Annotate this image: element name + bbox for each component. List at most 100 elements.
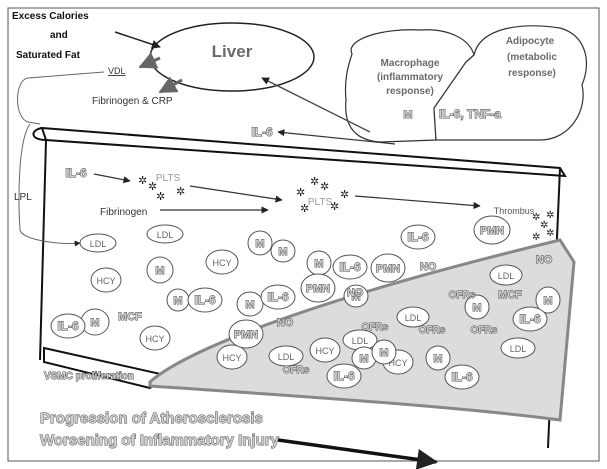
ldl-blob-7: LDL xyxy=(343,330,377,350)
il6-cell-5: IL-6 xyxy=(51,314,85,338)
macrophage-line3: response) xyxy=(386,86,434,97)
ldl-blob-6: LDL xyxy=(269,346,303,366)
saturated-fat-label: Saturated Fat xyxy=(16,50,81,61)
svg-text:HCY: HCY xyxy=(212,258,231,268)
mcf-label-2: MCF xyxy=(498,289,522,301)
svg-text:✲: ✲ xyxy=(546,210,554,221)
ldl-blob-5: LDL xyxy=(501,338,535,358)
svg-text:M: M xyxy=(379,347,388,359)
no-label-4: NO xyxy=(536,254,553,266)
pmn-cell-1: PMN xyxy=(229,320,263,348)
m-cell-1: M xyxy=(147,257,173,283)
macrophage-line2: (inflammatory xyxy=(377,72,444,83)
il6-cell-4: IL-6 xyxy=(401,225,435,249)
svg-text:✲: ✲ xyxy=(300,203,309,215)
hcy-blob-2: HCY xyxy=(206,250,238,274)
il6-cell-8: IL-6 xyxy=(513,307,547,331)
svg-text:LDL: LDL xyxy=(90,239,107,249)
svg-text:LDL: LDL xyxy=(498,271,515,281)
ofrs-label-2: OFRs xyxy=(362,322,389,333)
svg-text:✲: ✲ xyxy=(330,201,339,213)
svg-text:HCY: HCY xyxy=(145,334,164,344)
il6-cell-2: IL-6 xyxy=(261,285,295,309)
svg-text:IL-6: IL-6 xyxy=(339,260,361,274)
svg-text:M: M xyxy=(90,317,99,329)
svg-text:✲: ✲ xyxy=(546,228,554,239)
ldl-blob-4: LDL xyxy=(397,307,429,327)
svg-text:M: M xyxy=(359,353,368,365)
platelet-icons-2: ✲✲✲✲✲✲ xyxy=(296,176,349,215)
fibrinogen-crp-label: Fibrinogen & CRP xyxy=(92,96,173,107)
mcf-label-1: MCF xyxy=(118,311,142,323)
svg-text:✲: ✲ xyxy=(156,191,165,203)
plts-label-2: PLTS xyxy=(308,197,333,208)
svg-text:LDL: LDL xyxy=(352,336,369,346)
svg-text:✲: ✲ xyxy=(340,189,349,201)
adipocyte-line3: response) xyxy=(508,68,556,79)
ofrs-label-3: OFRs xyxy=(419,325,446,336)
m-cell-2: M xyxy=(167,289,189,311)
svg-text:IL-6: IL-6 xyxy=(333,369,355,383)
adipocyte-line1: Adipocyte xyxy=(506,36,555,47)
svg-text:PMN: PMN xyxy=(234,329,259,341)
pmn-cell-2: PMN xyxy=(301,274,335,302)
thrombus-label: Thrombus xyxy=(494,206,535,216)
svg-text:HCY: HCY xyxy=(222,353,241,363)
svg-text:✲: ✲ xyxy=(176,186,185,198)
svg-text:M: M xyxy=(314,258,323,270)
excess-calories-label: Excess Calories xyxy=(12,11,89,22)
ldl-blob-1: LDL xyxy=(80,234,116,252)
svg-text:M: M xyxy=(155,265,164,277)
thrombus-platelets: ✲✲✲✲✲ xyxy=(532,210,554,243)
svg-text:LDL: LDL xyxy=(278,352,295,362)
no-label-3: NO xyxy=(420,261,437,273)
m-cell-3: M xyxy=(248,231,272,255)
il6-tnf-label: IL-6, TNF-a xyxy=(439,107,501,121)
svg-text:IL-6: IL-6 xyxy=(451,370,473,384)
m-cell-12: M xyxy=(372,340,396,364)
vldl-label: VDL xyxy=(108,66,126,76)
hcy-blob-3: HCY xyxy=(140,326,170,350)
svg-text:✲: ✲ xyxy=(296,187,305,199)
svg-text:M: M xyxy=(472,302,481,314)
macrophage-cell-label: M xyxy=(403,109,412,121)
no-label-1: NO xyxy=(277,317,294,329)
ldl-blob-2: LDL xyxy=(147,225,183,243)
il6-cell-3: IL-6 xyxy=(333,255,367,279)
svg-text:M: M xyxy=(543,295,552,307)
svg-text:IL-6: IL-6 xyxy=(57,319,79,333)
svg-text:IL-6: IL-6 xyxy=(407,230,429,244)
svg-text:✲: ✲ xyxy=(320,181,329,193)
svg-text:IL-6: IL-6 xyxy=(267,290,289,304)
m-cell-13: M xyxy=(426,346,450,370)
ldl-blob-3: LDL xyxy=(490,265,522,285)
il6-cell-6: IL-6 xyxy=(327,364,361,388)
plts-label-1: PLTS xyxy=(156,173,181,184)
svg-text:HCY: HCY xyxy=(96,276,115,286)
lpl-label: LPL xyxy=(14,192,32,203)
caption-line1: Progression of Atherosclerosis xyxy=(40,410,263,427)
svg-text:IL-6: IL-6 xyxy=(194,293,216,307)
svg-text:LDL: LDL xyxy=(510,344,527,354)
m-cell-6: M xyxy=(237,292,263,316)
m-cell-5: M xyxy=(307,251,331,275)
svg-text:M: M xyxy=(255,238,264,250)
arrow-calories-to-liver xyxy=(115,32,160,47)
svg-text:PMN: PMN xyxy=(480,225,505,237)
svg-text:M: M xyxy=(245,299,254,311)
arrow-plts-to-thrombus xyxy=(355,196,480,206)
liver-label: Liver xyxy=(212,42,253,61)
svg-text:✲: ✲ xyxy=(310,176,319,188)
and-label: and xyxy=(50,30,68,41)
il6-cell-1: IL-6 xyxy=(188,288,222,312)
svg-text:M: M xyxy=(173,295,182,307)
ofrs-label-1: OFRs xyxy=(449,290,476,301)
arrow-il6-to-plts xyxy=(94,174,130,181)
progression-arrow xyxy=(278,440,436,462)
hcy-blob-4: HCY xyxy=(217,345,247,369)
svg-text:IL-6: IL-6 xyxy=(519,312,541,326)
hcy-blob-1: HCY xyxy=(91,268,121,292)
pmn-cell-3: PMN xyxy=(371,254,405,282)
il6-wall-label: IL-6 xyxy=(251,125,273,139)
no-label-2: NO xyxy=(347,287,364,299)
